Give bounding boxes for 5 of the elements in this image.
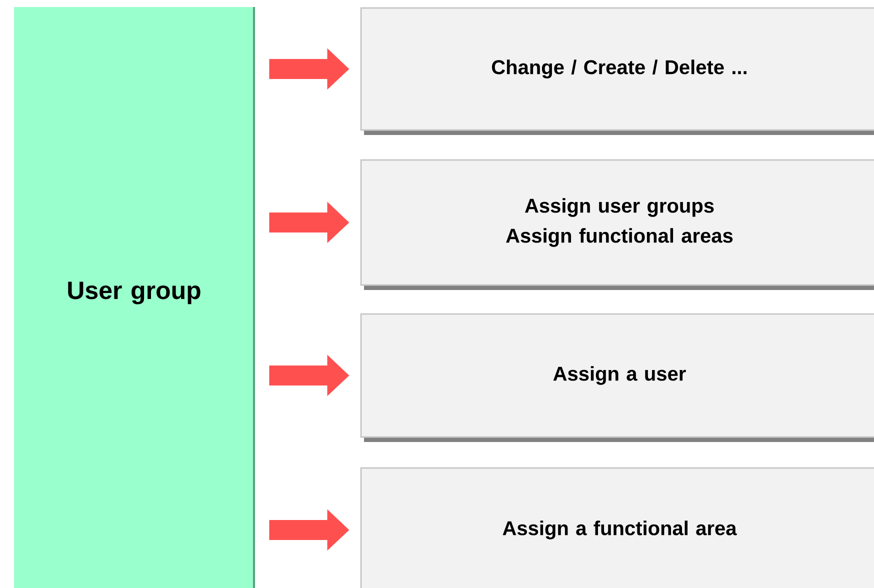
process-box: Assign a functional area	[360, 467, 874, 588]
process-box: Assign user groups Assign functional areas	[360, 159, 874, 290]
process-box: Assign a user	[360, 313, 874, 442]
process-box: Change / Create / Delete ...	[360, 7, 874, 135]
group-band: User group	[14, 7, 255, 588]
